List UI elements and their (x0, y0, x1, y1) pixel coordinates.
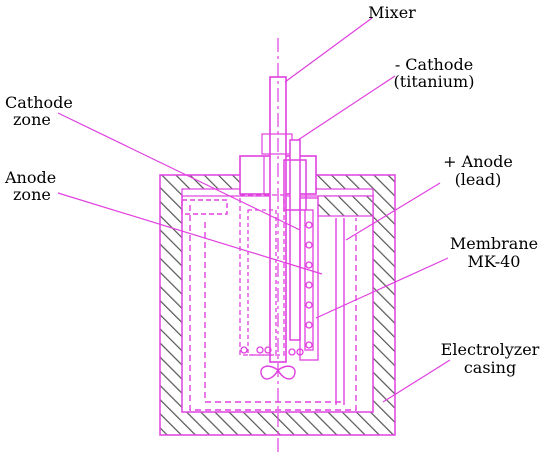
label-casing-line2: casing (464, 358, 516, 377)
inner-vessel (181, 199, 357, 411)
label-anode-zone-line1: Anode (4, 168, 56, 187)
label-cathode-line2: (titanium) (394, 72, 475, 91)
label-anode-line2: (lead) (455, 170, 502, 189)
label-anode-line1: + Anode (443, 152, 513, 171)
propeller (260, 365, 296, 380)
membrane (240, 197, 319, 361)
labels: Mixer - Cathode (titanium) Cathode zone … (4, 3, 540, 377)
label-cathode-line1: - Cathode (395, 55, 473, 74)
anode-zone-compartment (239, 194, 285, 356)
label-cathode-zone-line1: Cathode (5, 93, 73, 112)
label-cathode-zone-line2: zone (13, 110, 51, 129)
label-mixer: Mixer (368, 3, 416, 22)
label-membrane-line2: MK-40 (468, 252, 521, 271)
leader-lines (57, 17, 451, 403)
label-casing-line1: Electrolyzer (441, 340, 540, 359)
label-anode-zone-line2: zone (13, 185, 51, 204)
label-membrane-line1: Membrane (450, 234, 538, 253)
mixer (239, 76, 317, 363)
